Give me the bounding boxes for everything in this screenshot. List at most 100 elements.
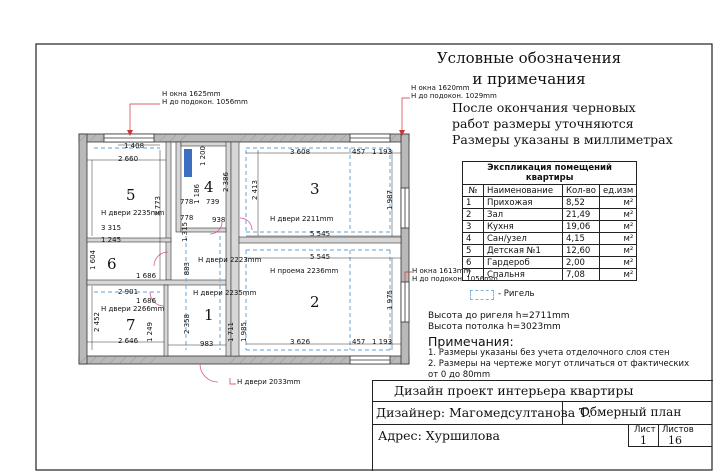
title-stamp	[372, 380, 713, 471]
plan-type: Обмерный план	[580, 405, 682, 419]
stamp-divider-2	[372, 424, 712, 425]
sheet-number: 1	[640, 434, 647, 447]
callout-text: H окна 1620mm	[411, 84, 470, 92]
dim-label: 938	[212, 216, 226, 224]
rigel-height: Высота до ригеля h=2711mm	[428, 311, 570, 321]
callout-text: H окна 1613mm	[412, 267, 471, 275]
dim-label: 983	[200, 340, 214, 348]
cell: Прихожая	[483, 196, 563, 209]
room-label-7: 7	[126, 316, 136, 334]
door-callout-room4: H двери 2223mm	[198, 256, 262, 264]
cell: 19,06	[562, 220, 600, 233]
col-qty: Кол-во	[562, 184, 600, 197]
dim-label: 1 315	[181, 222, 189, 243]
cell: м²	[598, 256, 638, 269]
dim-label: 1 408	[124, 142, 145, 150]
dim-label: 3 315	[101, 224, 122, 232]
sheet-label: Лист	[634, 425, 656, 435]
room-label-2: 2	[310, 293, 320, 311]
dim-label: 457	[352, 338, 366, 346]
cell: м²	[598, 232, 638, 245]
cell: м²	[598, 268, 638, 281]
interior-walls	[86, 141, 402, 357]
door-callout-room7: H двери 2266mm	[101, 305, 165, 313]
legend-title-line1: Условные обозначения	[436, 49, 622, 67]
note-item-2a: 2. Размеры на чертеже могут отличаться о…	[428, 359, 690, 369]
explication-header-row: № Наименование Кол-во ед.изм	[462, 184, 638, 197]
explication-title: Экспликация помещений квартиры	[462, 161, 638, 184]
project-title: Дизайн проект интерьера квартиры	[394, 383, 634, 398]
notes-heading: Примечания:	[428, 334, 514, 349]
dim-label: 5 545	[310, 253, 331, 261]
cell: м²	[598, 196, 638, 209]
outer-walls	[78, 133, 410, 365]
dim-label: 883	[183, 262, 191, 276]
dim-label: 778	[180, 198, 194, 206]
door-callout-room6: H двери 2235mm	[193, 289, 257, 297]
cell: 2,00	[562, 256, 600, 269]
dim-label: 2 901	[118, 288, 139, 296]
leader-arrows	[127, 130, 405, 136]
rigel-lines	[94, 147, 391, 351]
dim-label: 457	[352, 148, 366, 156]
cell: м²	[598, 220, 638, 233]
dim-label: 1 604	[89, 250, 97, 271]
door-callout-room5: H двери 2235mm	[101, 209, 165, 217]
dim-label: 3 773	[154, 196, 162, 217]
cell: 4,15	[562, 232, 600, 245]
passage-callout: H проема 2236mm	[270, 267, 339, 275]
dimension-lines	[87, 144, 401, 350]
note-line-1: После окончания черновых	[452, 100, 636, 115]
cell: 3	[462, 220, 484, 233]
room-label-1: 1	[204, 306, 214, 324]
explication-table: Экспликация помещений квартиры № Наимено…	[462, 161, 638, 281]
leader-lines	[129, 97, 412, 385]
dim-label: 5 545	[310, 230, 331, 238]
callout-text: H до подокон. 1056mm	[412, 275, 498, 283]
door-swings	[149, 217, 253, 383]
door-callout-room3: H двери 2211mm	[270, 215, 334, 223]
dim-label: 1 193	[372, 338, 393, 346]
rigel-legend-swatch	[470, 290, 494, 300]
dim-label: 1 245	[101, 236, 122, 244]
room-label-5: 5	[126, 186, 136, 204]
stamp-divider-5	[658, 424, 659, 446]
rigel-legend-label: - Ригель	[498, 289, 535, 299]
sheet-frame	[35, 43, 713, 471]
cell: Сан/узел	[483, 232, 563, 245]
note-item-1: 1. Размеры указаны без учета отделочного…	[428, 348, 670, 358]
dim-label: 2 386	[222, 172, 230, 193]
dim-label: 2 660	[118, 155, 139, 163]
dim-label: 1 193	[372, 148, 393, 156]
cell: 12,60	[562, 244, 600, 257]
sheets-total: 16	[668, 434, 682, 447]
blue-fixture	[184, 149, 192, 177]
cell: 4	[462, 232, 484, 245]
dim-label: 1 200	[199, 146, 207, 167]
dim-label: 1 186	[193, 184, 201, 205]
address: Адрес: Хуршилова	[378, 428, 500, 443]
dim-label: 1 975	[386, 290, 394, 311]
dim-label: 739	[206, 198, 220, 206]
dim-label: 2 452	[93, 312, 101, 333]
entry-door-callout: H двери 2033mm	[237, 378, 301, 386]
callout-text: H окна 1625mm	[162, 90, 221, 98]
dim-label: 1 985	[240, 322, 248, 343]
dim-label: 778	[180, 214, 194, 222]
ceiling-height: Высота потолка h=3023mm	[428, 322, 561, 332]
col-unit: ед.изм	[598, 184, 638, 197]
dim-label: 2 413	[251, 180, 259, 201]
dim-label: 1 686	[136, 272, 157, 280]
cell: 1	[462, 196, 484, 209]
col-name: Наименование	[483, 184, 563, 197]
